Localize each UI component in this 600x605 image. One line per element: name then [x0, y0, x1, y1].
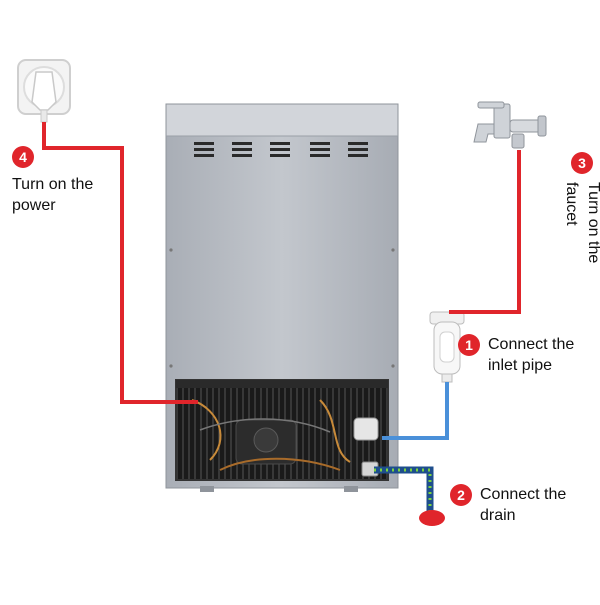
step-badge: 3: [571, 152, 593, 174]
vent-slots: [194, 142, 368, 157]
drain-hose-dots: [374, 468, 432, 512]
step-1: 1 Connect the inlet pipe: [458, 334, 574, 376]
step-label: Connect the drain: [480, 486, 567, 524]
drain-outlet: [419, 510, 445, 526]
step-label: Turn on the faucet: [563, 182, 600, 264]
step-badge: 4: [12, 146, 34, 168]
power-plug-icon: [31, 71, 57, 111]
power-cord-line: [42, 122, 198, 404]
step-badge: 2: [450, 484, 472, 506]
inlet-filter: [429, 311, 465, 383]
step-badge: 1: [458, 334, 480, 356]
step-3: 3 Turn on the faucet: [538, 152, 600, 263]
water-supply-line: [449, 150, 521, 314]
machine-top-panel: [165, 103, 399, 137]
step-label: Connect the inlet pipe: [488, 336, 575, 374]
water-inlet-valve: [353, 417, 379, 441]
faucet-icon: [473, 101, 547, 149]
step-2: 2 Connect the drain: [450, 484, 566, 526]
step-4: 4 Turn on the power: [12, 146, 93, 216]
inlet-hose: [382, 382, 449, 440]
ice-machine: [165, 103, 399, 492]
step-label: Turn on the power: [12, 176, 94, 214]
power-socket: [17, 59, 71, 123]
